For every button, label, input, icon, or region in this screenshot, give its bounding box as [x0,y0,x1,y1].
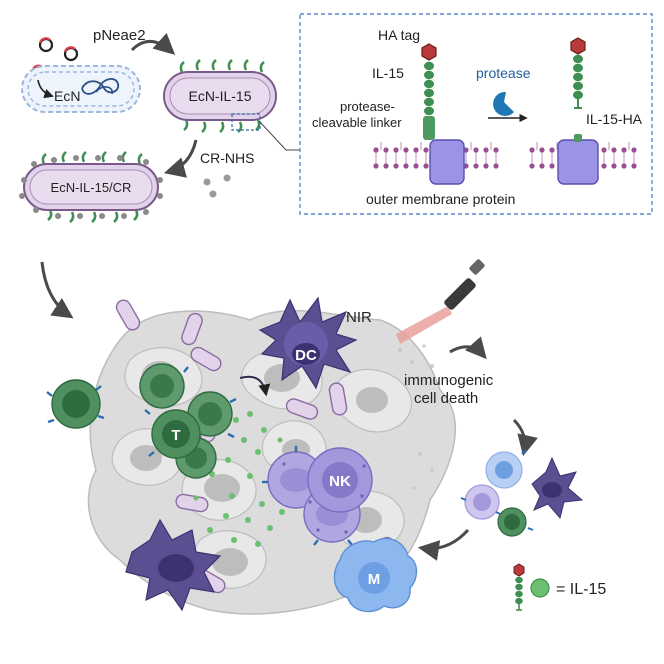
t-cell-free [46,379,105,429]
nir-laser: NIR [346,259,485,344]
ha-tag-icon [513,563,525,577]
macrophage: M [333,537,418,613]
macrophage-label: M [368,571,381,588]
dc-label: DC [295,347,317,364]
protease-icon [493,91,514,116]
ha-tag-icon [570,37,586,55]
il15-dot-icon [530,578,550,598]
linker-label-line1: protease- [340,99,395,114]
inset-frame [299,13,653,215]
dna-icon [81,78,120,95]
immune-cells-recruited [460,449,584,537]
cr-nhs-dots [203,174,231,198]
membrane-inset: HA tag IL-15 protease- cleavable linker … [299,13,653,215]
ecn-bacterium: EcN [21,65,141,113]
released-il15-ha [570,37,586,109]
arrow-recruitment [417,528,470,561]
arrow-cr-coating [163,139,198,178]
linker-label-line2: cleavable linker [312,115,402,130]
cr-nhs-label: CR-NHS [200,150,254,166]
arrow-dc-activation [239,375,271,397]
arrow-icd [449,336,487,360]
arrow-icd-down [512,418,538,457]
macrophage-dark [125,518,222,612]
omp-label: outer membrane protein [366,191,515,207]
ecn-il15-cr-label: EcN-IL-15/CR [51,180,132,195]
il15-ha-label: IL-15-HA [586,111,643,127]
t-cell-label: T [171,427,180,444]
zoom-connector [259,121,300,151]
ecn-il15-cr-bacterium: EcN-IL-15/CR [19,151,163,223]
ha-tag-icon [421,43,437,61]
il15-chain-left [424,61,434,116]
nk-cell-cluster: NK [262,446,373,546]
ha-tag-label: HA tag [378,27,420,43]
arrow-administration [40,261,74,319]
plasmid-label: pNeae2 [93,27,146,44]
protease-label: protease [476,65,531,81]
ecn-label: EcN [54,88,80,104]
membrane-right [529,134,637,185]
outer-membrane-protein-right [557,139,599,185]
ecn-il15-label: EcN-IL-15 [188,88,251,104]
linker-remnant [574,134,582,142]
il15-legend: = IL-15 [513,563,606,611]
membrane-left [373,43,499,185]
nk-label: NK [329,473,351,490]
icd-label-line1: immunogenic [404,372,494,389]
outer-membrane-protein-left [429,139,465,185]
nir-label: NIR [346,309,372,326]
il15-label: IL-15 [372,65,404,81]
legend-label: = IL-15 [556,581,606,598]
ecn-il15-bacterium: EcN-IL-15 [163,59,300,151]
arrow-transform [130,32,176,55]
cleavable-linker [423,116,435,140]
icd-label-line2: cell death [414,390,478,407]
dendritic-cell: DC [258,296,358,390]
t-cell-cluster: T [139,363,237,479]
